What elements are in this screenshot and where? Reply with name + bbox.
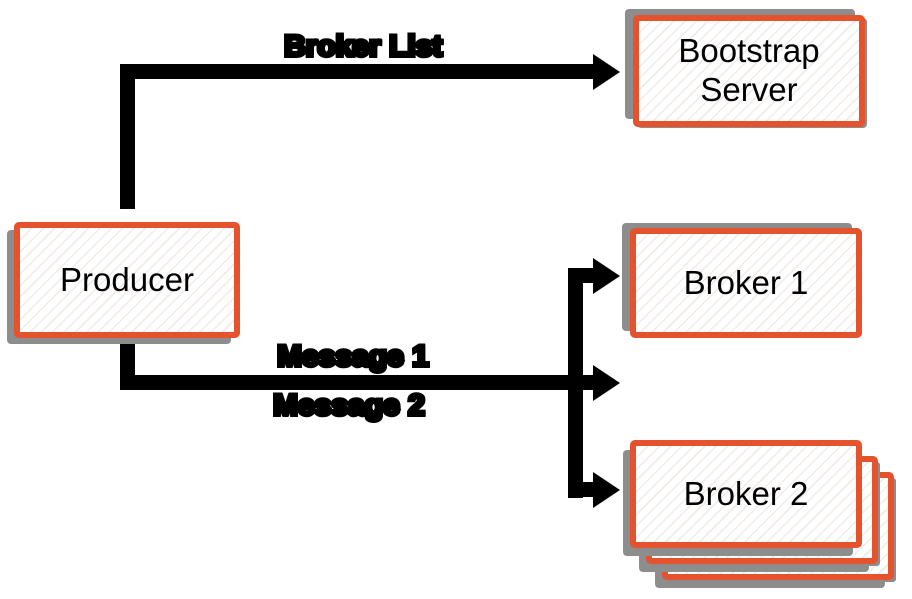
- arrowhead-broker-2: [593, 472, 620, 508]
- node-bootstrap-server-label: Bootstrap Server: [678, 32, 820, 108]
- connector-branch-to-broker-2: [575, 482, 597, 497]
- connector-producer-to-bootstrap-vertical: [120, 64, 135, 209]
- node-producer: Producer: [14, 222, 240, 338]
- connector-broker-junction-vertical: [568, 268, 583, 498]
- connector-branch-to-broker-1: [575, 268, 597, 283]
- node-broker-1: Broker 1: [630, 228, 862, 338]
- node-bootstrap-server: Bootstrap Server: [633, 15, 865, 127]
- node-broker-1-label: Broker 1: [683, 263, 809, 301]
- edge-label-broker-list: Broker List: [282, 28, 444, 65]
- arrowhead-bootstrap-server: [593, 54, 620, 90]
- node-broker-2-label: Broker 2: [683, 474, 809, 512]
- connector-producer-to-bootstrap-horizontal: [120, 64, 596, 79]
- node-broker-2: Broker 2: [630, 440, 862, 548]
- edge-label-message-2: Message 2: [271, 387, 427, 424]
- arrowhead-middle-branch: [593, 365, 620, 401]
- node-producer-label: Producer: [60, 260, 194, 298]
- connector-producer-to-brokers-horizontal: [120, 375, 594, 390]
- edge-label-message-1: Message 1: [275, 338, 431, 375]
- arrowhead-broker-1: [593, 258, 620, 294]
